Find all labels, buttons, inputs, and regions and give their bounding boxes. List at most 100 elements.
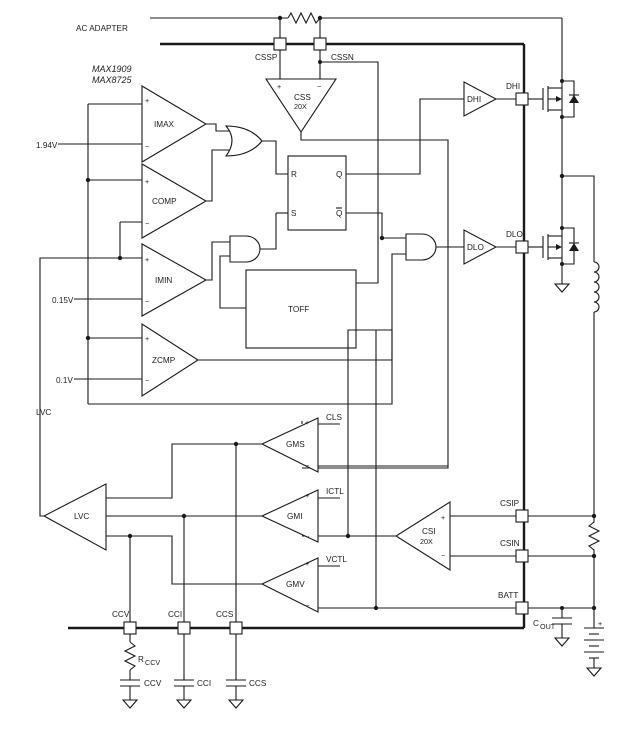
pin-cssn-label: CSSN (331, 53, 354, 62)
svg-text:+: + (145, 255, 149, 264)
svg-text:+: + (277, 82, 281, 91)
svg-text:−: − (145, 142, 149, 151)
battery: + (584, 608, 604, 677)
toff-block: TOFF (245, 269, 393, 608)
svg-text:+: + (145, 96, 149, 105)
ccv-compensation: R CCV CCV (120, 634, 162, 709)
svg-text:Q: Q (336, 170, 342, 179)
svg-text:−: − (145, 376, 149, 385)
gms-amplifier: GMS + − CLS (260, 413, 448, 473)
switch-node (562, 175, 595, 262)
pin-dlo-label: DLO (506, 230, 523, 239)
pin-ccs (229, 621, 243, 635)
svg-text:CCI: CCI (197, 679, 211, 688)
svg-text:−: − (145, 297, 149, 306)
svg-text:20X: 20X (420, 537, 433, 546)
pin-batt (515, 601, 529, 615)
svg-text:C: C (533, 619, 539, 628)
svg-text:+: + (145, 177, 149, 186)
svg-text:IMIN: IMIN (155, 276, 172, 285)
svg-text:OUT: OUT (540, 622, 556, 631)
pin-dhi (515, 92, 529, 106)
svg-text:+: + (305, 491, 309, 500)
svg-text:−: − (441, 551, 445, 560)
svg-text:IMAX: IMAX (154, 120, 175, 129)
pin-ccv-label: CCV (112, 610, 130, 619)
pin-csin (515, 549, 529, 563)
svg-text:+: + (145, 334, 149, 343)
pin-batt-label: BATT (498, 591, 518, 600)
svg-text:GMV: GMV (286, 580, 305, 589)
pin-cci-label: CCI (168, 610, 182, 619)
pin-dhi-label: DHI (506, 82, 520, 91)
pin-csip (515, 509, 529, 523)
ic-boundary (68, 42, 526, 630)
part-number-max8725: MAX8725 (92, 75, 133, 85)
imin-comparator: + − IMIN 0.15V (52, 222, 208, 317)
pin-cssp (273, 37, 287, 51)
svg-text:+: + (598, 619, 602, 628)
svg-text:TOFF: TOFF (288, 305, 309, 314)
svg-text:GMS: GMS (286, 440, 305, 449)
sense-resistor-battery (587, 516, 601, 556)
or-gate (206, 123, 288, 202)
svg-text:−: − (145, 219, 149, 228)
svg-text:+: + (305, 418, 309, 427)
svg-text:+: + (441, 513, 445, 522)
pin-cssp-label: CSSP (255, 53, 278, 62)
high-side-mosfet (528, 79, 579, 176)
svg-text:LVC: LVC (74, 512, 89, 521)
svg-text:DLO: DLO (467, 243, 484, 252)
svg-text:CLS: CLS (326, 413, 342, 422)
svg-text:VCTL: VCTL (326, 555, 347, 564)
output-capacitor: C OUT (533, 606, 572, 647)
imax-comparator: + − IMAX 1.94V (36, 85, 208, 163)
svg-text:S: S (291, 209, 297, 218)
pin-dlo (515, 240, 529, 254)
svg-text:+: + (305, 559, 309, 568)
css-amplifier: + − CSS 20X (264, 50, 449, 469)
svg-text:R: R (138, 655, 144, 664)
gmv-amplifier: GMV + − VCTL (260, 555, 516, 613)
svg-text:20X: 20X (294, 102, 307, 111)
pin-csin-label: CSIN (500, 539, 520, 548)
svg-text:R: R (291, 170, 297, 179)
and-gate-right (379, 233, 464, 350)
svg-text:DHI: DHI (467, 95, 481, 104)
pin-cssn (313, 37, 327, 51)
ac-adapter-net: AC ADAPTER (76, 11, 563, 86)
sr-flipflop: R S Q Q (276, 98, 464, 238)
bus-bottom-loop (88, 350, 393, 405)
zcmp-comparator: + − ZCMP 0.1V (56, 322, 393, 398)
label-015v: 0.15V (52, 296, 74, 305)
label-194v: 1.94V (36, 141, 58, 150)
inductor (593, 261, 600, 313)
pin-ccs-label: CCS (216, 610, 234, 619)
svg-text:CSS: CSS (294, 93, 311, 102)
svg-text:Q: Q (336, 209, 342, 218)
and-gate-left (206, 213, 277, 309)
svg-text:GMI: GMI (287, 512, 302, 521)
svg-text:COMP: COMP (152, 197, 177, 206)
gmi-amplifier: GMI + − ICTL (260, 329, 356, 543)
low-side-mosfet (528, 176, 579, 293)
ccs-compensation: CCS (226, 634, 267, 709)
lvc-amplifier: LVC LVC (36, 257, 262, 585)
pin-ccv (123, 621, 137, 635)
svg-text:CCS: CCS (249, 679, 267, 688)
svg-text:CSI: CSI (422, 527, 436, 536)
svg-text:ICTL: ICTL (326, 487, 344, 496)
part-number-max1909: MAX1909 (92, 64, 132, 74)
svg-text:−: − (305, 532, 309, 541)
pin-cci (177, 621, 191, 635)
svg-text:−: − (305, 601, 309, 610)
label-01v: 0.1V (56, 376, 73, 385)
svg-text:CCV: CCV (144, 679, 162, 688)
svg-text:CCV: CCV (145, 658, 160, 667)
svg-text:ZCMP: ZCMP (152, 356, 176, 365)
pin-csip-label: CSIP (500, 499, 520, 508)
dlo-driver: DLO (463, 229, 516, 265)
svg-text:−: − (317, 82, 321, 91)
sense-resistor-ac (287, 11, 321, 25)
